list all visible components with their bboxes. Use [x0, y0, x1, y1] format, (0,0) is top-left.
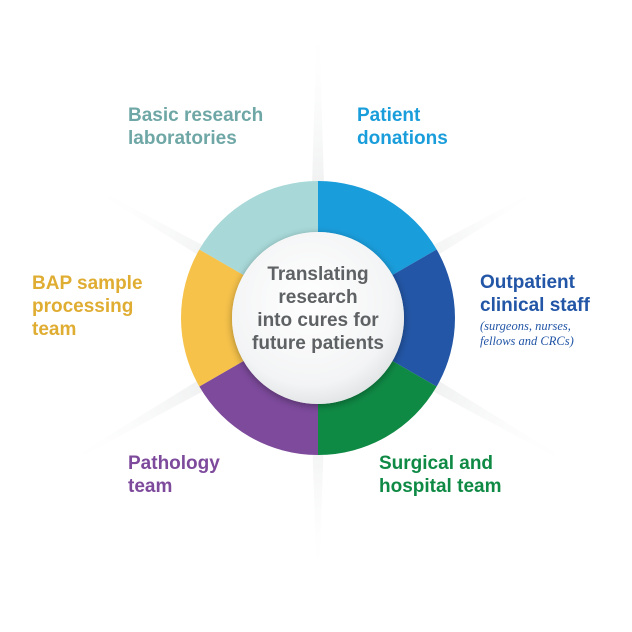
label-patient-donations: Patient donations [357, 104, 448, 150]
segment-bap-sample-processing-team [181, 249, 244, 387]
label-line: team [128, 476, 173, 497]
center-line: research [278, 287, 358, 308]
segment-ring [181, 181, 455, 455]
label-basic-research-laboratories: Basic research laboratories [128, 104, 263, 150]
note-line: (surgeons, nurses, [480, 319, 571, 333]
label-surgical-hospital-team: Surgical and hospital team [379, 452, 501, 498]
label-line: Patient [357, 105, 421, 126]
center-disc [232, 232, 404, 404]
label-line: clinical staff [480, 295, 590, 316]
label-line: Pathology [128, 453, 220, 474]
label-line: processing [32, 296, 134, 317]
label-line: laboratories [128, 128, 237, 149]
label-line: Outpatient [480, 272, 575, 293]
label-outpatient-clinical-staff: Outpatient clinical staff (surgeons, nur… [480, 271, 590, 349]
label-pathology-team: Pathology team [128, 452, 220, 498]
label-note: (surgeons, nurses, fellows and CRCs) [480, 319, 590, 349]
segment-outpatient-clinical-staff [392, 249, 455, 387]
center-statement: Translating research into cures for futu… [238, 263, 398, 355]
segment-pathology-team [199, 361, 318, 455]
label-line: hospital team [379, 476, 502, 497]
label-line: team [32, 319, 77, 340]
note-line: fellows and CRCs) [480, 334, 574, 348]
segment-basic-research-laboratories [199, 181, 318, 275]
label-line: Basic research [128, 105, 264, 126]
label-line: Surgical and [379, 453, 494, 474]
label-line: BAP sample [32, 273, 143, 294]
center-line: into cures for [257, 310, 379, 331]
segment-patient-donations [318, 181, 437, 275]
segment-surgical-hospital-team [318, 361, 437, 455]
label-line: donations [357, 128, 448, 149]
center-line: Translating [267, 264, 369, 285]
center-line: future patients [252, 333, 384, 354]
label-bap-sample-processing-team: BAP sample processing team [32, 272, 143, 341]
